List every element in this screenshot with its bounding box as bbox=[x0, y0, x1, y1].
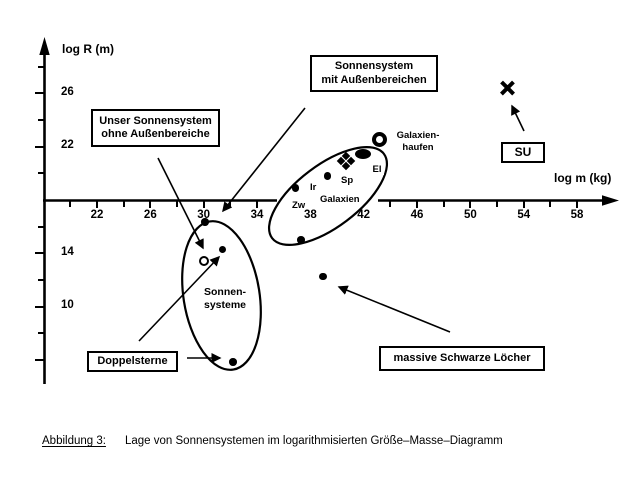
arrow-sonnensystem-mit bbox=[222, 107, 306, 213]
marker-elliptische-galaxien bbox=[355, 148, 372, 159]
x-axis-tick-label: 42 bbox=[357, 209, 371, 221]
annotation-text-line: ohne Außenbereiche bbox=[101, 128, 210, 140]
annotation-text-line: Unser Sonnensystem bbox=[99, 114, 212, 127]
marker-unser-sonnensystem-ohne-aussenbereiche bbox=[198, 256, 209, 267]
x-axis-minor-tick bbox=[229, 201, 232, 207]
figure-caption-text: Lage von Sonnensystemen im logarithmisie… bbox=[125, 435, 503, 447]
label-sonnensysteme-group: Sonnen- systeme bbox=[199, 286, 251, 311]
x-axis-minor-tick bbox=[176, 201, 178, 207]
marker-sonnensystem-mit-aussenbereichen bbox=[201, 218, 209, 226]
x-axis-tick bbox=[202, 201, 205, 208]
x-axis-tick bbox=[469, 201, 472, 208]
arrow-su bbox=[511, 104, 525, 132]
y-axis-tick-label: 26 bbox=[61, 85, 74, 98]
annotation-text-line: massive Schwarze Löcher bbox=[393, 351, 531, 364]
x-axis-arrowhead bbox=[602, 195, 619, 206]
label-sonnensysteme-line1: Sonnen- bbox=[204, 286, 246, 298]
x-axis-minor-tick bbox=[496, 201, 499, 207]
annotation-box-unser-sonnensystem-ohne-aussenbereiche: Unser Sonnensystem ohne Außenbereiche bbox=[91, 109, 220, 147]
arrow-schwarze-loecher bbox=[337, 285, 451, 333]
x-axis-tick-label: 54 bbox=[517, 209, 531, 221]
x-axis-tick-label: 22 bbox=[90, 209, 104, 221]
annotation-box-massive-schwarze-loecher: massive Schwarze Löcher bbox=[379, 346, 545, 371]
figure-caption-label: Abbildung 3: bbox=[42, 435, 106, 447]
marker-weiter-doppelstern bbox=[218, 245, 227, 254]
marker-irregulaere-galaxien bbox=[323, 172, 332, 180]
x-axis-tick-label: 46 bbox=[410, 209, 424, 221]
x-axis-tick-label: 30 bbox=[197, 209, 211, 221]
x-axis-tick-label: 26 bbox=[143, 209, 157, 221]
y-axis-tick-label: 22 bbox=[61, 139, 74, 152]
x-axis-tick bbox=[416, 201, 419, 208]
y-axis-minor-tick bbox=[37, 332, 45, 335]
x-axis-tick-label: 34 bbox=[250, 209, 264, 221]
y-axis-tick-label: 14 bbox=[61, 245, 74, 258]
x-axis-tick-label: 50 bbox=[463, 209, 477, 221]
y-axis-tick bbox=[34, 305, 45, 308]
x-axis-tick-label: 58 bbox=[570, 209, 584, 221]
label-spiralgalaxien: Sp bbox=[341, 175, 354, 186]
marker-galaxien-unterer-punkt bbox=[297, 236, 305, 244]
label-sonnensysteme-line2: systeme bbox=[203, 298, 247, 311]
marker-enger-doppelstern bbox=[229, 358, 237, 366]
label-zwerggalaxien: Zw bbox=[292, 200, 306, 211]
x-axis-minor-tick bbox=[549, 201, 552, 207]
y-axis-tick-label: 10 bbox=[61, 299, 74, 312]
x-axis-tick bbox=[576, 201, 579, 208]
x-axis-tick bbox=[256, 201, 259, 208]
x-axis-tick-label: 38 bbox=[303, 209, 317, 221]
marker-zwerggalaxien bbox=[291, 184, 300, 192]
label-galaxien-group: Galaxien bbox=[320, 194, 360, 205]
annotation-text-line: mit Außenbereichen bbox=[321, 73, 427, 86]
y-axis-minor-tick bbox=[37, 118, 45, 121]
marker-massives-schwarzes-loch bbox=[319, 272, 327, 281]
figure-caption: Abbildung 3: Lage von Sonnensystemen im … bbox=[42, 435, 503, 447]
y-axis-tick bbox=[34, 252, 45, 255]
y-axis-tick bbox=[34, 92, 45, 95]
y-axis-tick bbox=[34, 145, 45, 148]
annotation-text-line: SU bbox=[514, 144, 532, 159]
label-elliptische-galaxien: El bbox=[370, 164, 384, 175]
y-axis-title: log R (m) bbox=[62, 42, 114, 56]
x-axis-tick bbox=[522, 201, 525, 208]
label-galaxienhaufen-line2: haufen bbox=[402, 141, 434, 153]
arrow-doppelsterne-diagonal bbox=[138, 255, 221, 342]
x-axis-tick bbox=[96, 201, 98, 208]
x-axis-tick bbox=[149, 201, 152, 208]
sonnensysteme-group-ellipse bbox=[181, 220, 262, 371]
annotation-box-sonnensystem-mit-aussenbereichen: Sonnensystem mit Außenbereichen bbox=[310, 55, 438, 92]
x-axis-minor-tick bbox=[69, 201, 72, 207]
marker-galaxienhaufen bbox=[371, 131, 387, 147]
annotation-text-line: Sonnensystem bbox=[334, 60, 414, 72]
y-axis-minor-tick bbox=[37, 279, 45, 281]
y-axis-minor-tick bbox=[37, 65, 45, 68]
x-axis-title: log m (kg) bbox=[554, 171, 612, 185]
label-galaxienhaufen: Galaxien- haufen bbox=[394, 130, 442, 153]
label-irregulaere-galaxien: Ir bbox=[310, 182, 317, 193]
annotation-text-line: Doppelsterne bbox=[97, 354, 168, 367]
x-axis-minor-tick bbox=[389, 201, 392, 207]
y-axis-tick bbox=[34, 359, 45, 362]
annotation-box-su: SU bbox=[501, 142, 545, 163]
marker-su bbox=[500, 80, 516, 96]
arrow-unser-sonnensystem-ohne bbox=[157, 157, 204, 250]
annotation-box-doppelsterne: Doppelsterne bbox=[87, 351, 178, 372]
galaxien-group-ellipse bbox=[267, 146, 389, 246]
y-axis-minor-tick bbox=[37, 225, 45, 228]
y-axis-arrowhead bbox=[39, 37, 50, 55]
x-axis-minor-tick bbox=[122, 201, 125, 207]
label-galaxienhaufen-line1: Galaxien- bbox=[396, 130, 440, 141]
x-axis-minor-tick bbox=[442, 201, 445, 207]
marker-spiralgalaxien bbox=[336, 151, 355, 170]
y-axis-minor-tick bbox=[37, 172, 45, 175]
